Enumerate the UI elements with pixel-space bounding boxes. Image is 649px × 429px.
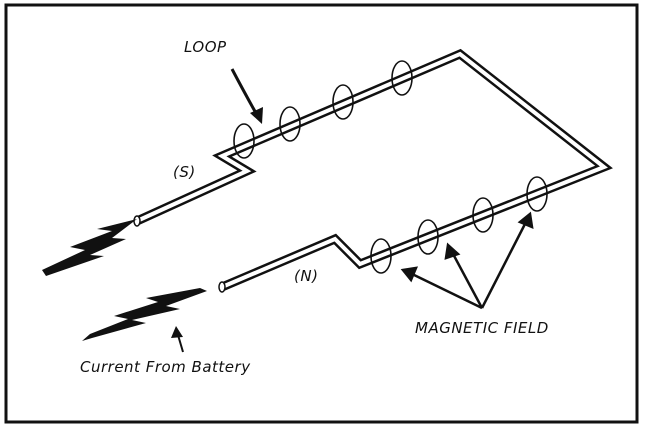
field-ring — [526, 176, 548, 212]
wire-end-upper — [133, 215, 141, 227]
wire-loop — [133, 48, 613, 293]
current-bolts — [42, 219, 207, 341]
south-pole-label: (S) — [173, 163, 196, 181]
lightning-bolt-icon — [42, 219, 137, 276]
wire-upper-core — [136, 51, 608, 289]
field-ring — [370, 238, 392, 274]
field-ring — [391, 60, 413, 96]
current-source-label: Current From Battery — [80, 358, 251, 376]
field-ring — [279, 106, 301, 142]
wire-end-lower — [218, 281, 226, 293]
field-ring — [332, 84, 354, 120]
figure-frame — [4, 3, 639, 424]
loop-label: LOOP — [184, 38, 227, 56]
field-ring — [472, 197, 494, 233]
battery-pointer-arrow — [171, 326, 184, 353]
loop-pointer-arrow — [230, 68, 263, 124]
field-rings-lower — [370, 176, 548, 274]
lightning-bolt-icon — [82, 288, 207, 341]
field-rings-upper — [233, 60, 413, 159]
field-ring — [233, 123, 255, 159]
field-ring — [417, 219, 439, 255]
magnetic-field-label: MAGNETIC FIELD — [415, 319, 549, 337]
north-pole-label: (N) — [294, 267, 318, 285]
magnetic-field-arrows — [400, 211, 534, 310]
